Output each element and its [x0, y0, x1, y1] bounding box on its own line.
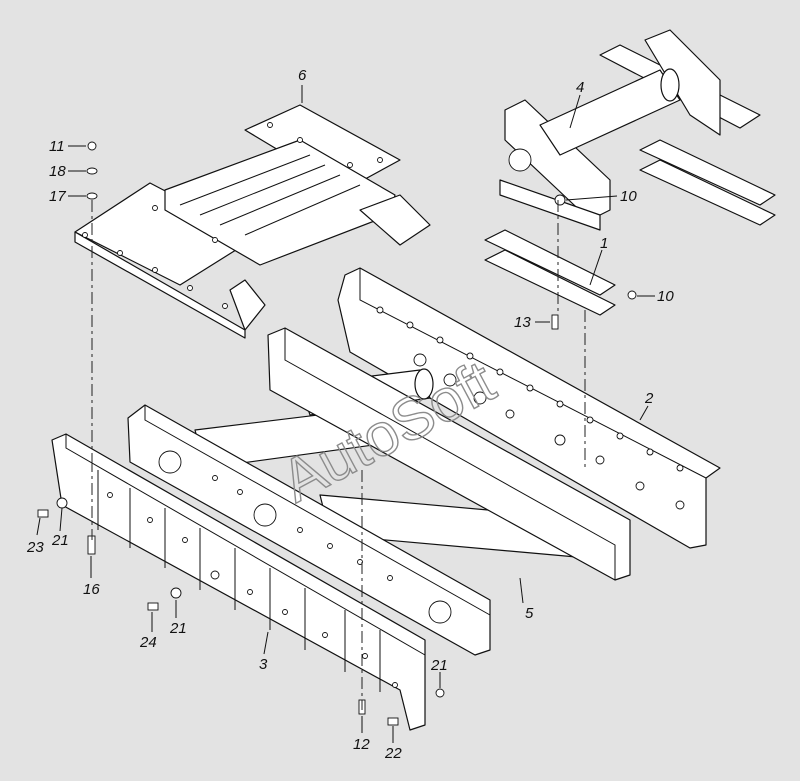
- callout-5: 5: [525, 605, 534, 622]
- callout-1: 1: [600, 235, 608, 252]
- callout-6: 6: [298, 67, 307, 84]
- callout-16: 16: [83, 581, 100, 598]
- callout-4: 4: [576, 79, 584, 96]
- callout-23: 23: [26, 539, 44, 556]
- callout-21-mid: 21: [169, 620, 187, 637]
- callout-18: 18: [49, 163, 66, 180]
- callouts: 6 4 11 18 17 10 1 10 13 2 5 3 23 21 16 2…: [26, 67, 674, 762]
- part-2-side-member: [337, 267, 721, 549]
- part-1-brackets: [484, 139, 776, 316]
- callout-24: 24: [139, 634, 157, 651]
- callout-10-lower: 10: [657, 288, 674, 305]
- callout-21-right: 21: [430, 657, 448, 674]
- callout-10-upper: 10: [620, 188, 637, 205]
- callout-13: 13: [514, 314, 531, 331]
- callout-2: 2: [644, 390, 654, 407]
- callout-21-left: 21: [51, 532, 69, 549]
- callout-17: 17: [49, 188, 66, 205]
- assembly-lines: [91, 200, 586, 710]
- part-5-channel: [267, 327, 631, 581]
- leader-lines: [36, 85, 655, 743]
- part-2-holes: [376, 306, 685, 510]
- part-3-side-member: [51, 433, 426, 731]
- callout-22: 22: [384, 745, 402, 762]
- part-6-platform: [74, 104, 431, 339]
- part-4-bracket: [499, 29, 761, 231]
- front-cross-member: [127, 404, 491, 656]
- callout-11: 11: [49, 138, 65, 155]
- callout-3: 3: [259, 656, 268, 673]
- callout-12: 12: [353, 736, 370, 753]
